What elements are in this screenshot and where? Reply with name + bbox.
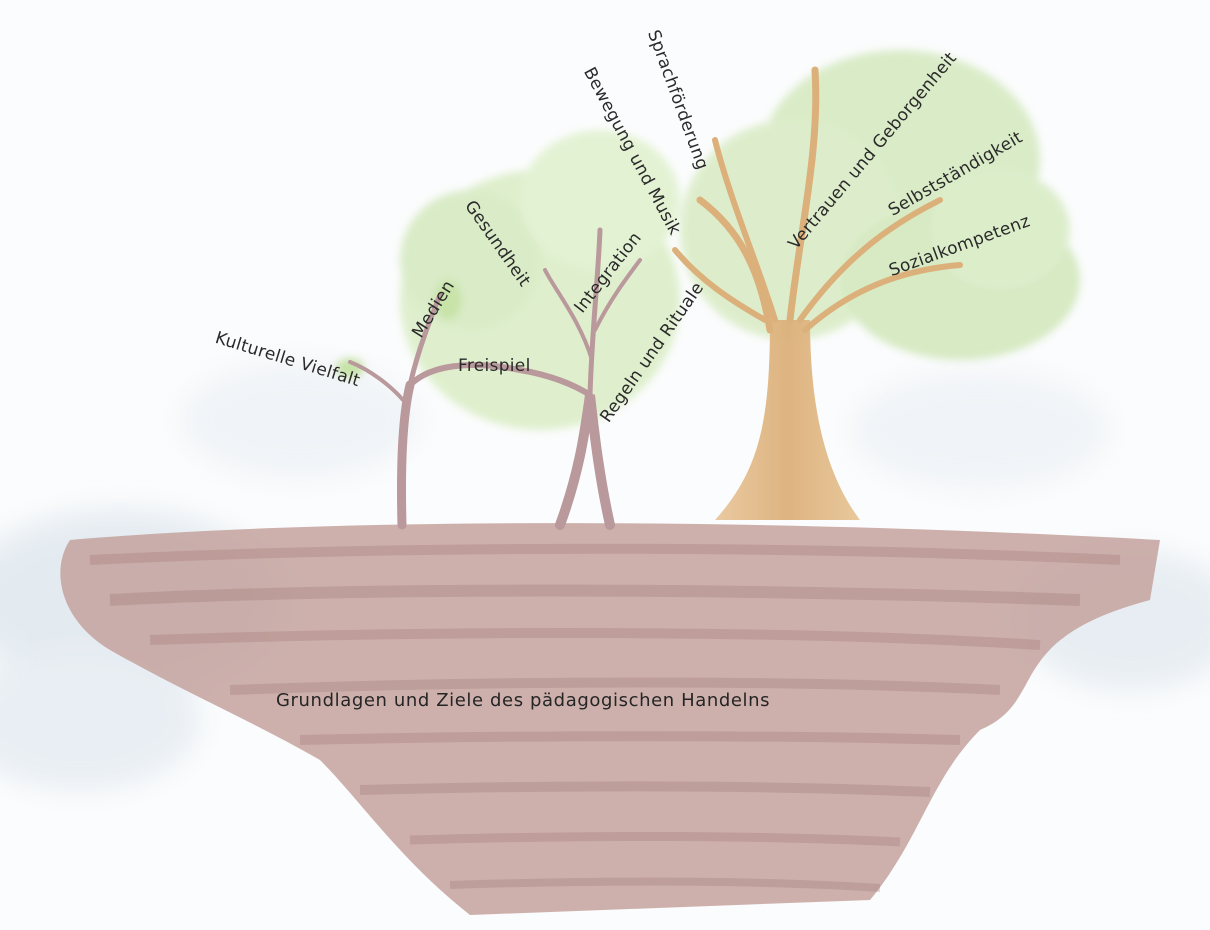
- ground-label: Grundlagen und Ziele des pädagogischen H…: [276, 692, 770, 710]
- soil: [60, 523, 1160, 915]
- label-freispiel: Freispiel: [458, 358, 531, 375]
